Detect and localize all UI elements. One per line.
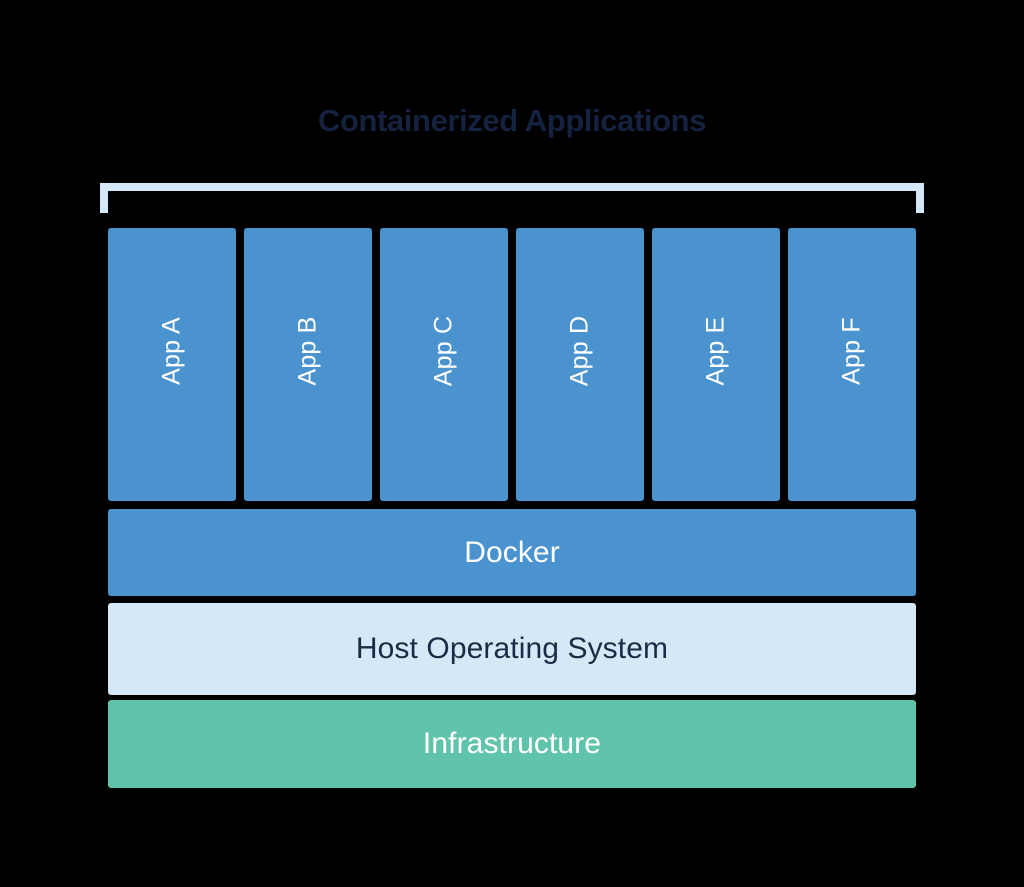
- app-container-label: App B: [293, 316, 322, 386]
- layer-host-operating-system[interactable]: Host Operating System: [108, 603, 916, 695]
- layer-infrastructure[interactable]: Infrastructure: [108, 700, 916, 788]
- app-container-f[interactable]: App F: [788, 228, 916, 501]
- layer-docker[interactable]: Docker: [108, 509, 916, 596]
- application-container-row: App A App B App C App D App E App F: [108, 228, 916, 501]
- app-container-e[interactable]: App E: [652, 228, 780, 501]
- page-title: Containerized Applications: [317, 103, 707, 138]
- app-container-d[interactable]: App D: [516, 228, 644, 501]
- app-container-a[interactable]: App A: [108, 228, 236, 501]
- app-container-label: App C: [429, 315, 458, 387]
- app-container-c[interactable]: App C: [380, 228, 508, 501]
- app-container-label: App A: [157, 316, 186, 385]
- containerized-applications-bracket: [100, 183, 924, 213]
- app-container-label: App F: [837, 316, 866, 385]
- app-container-label: App D: [565, 315, 594, 387]
- app-container-b[interactable]: App B: [244, 228, 372, 501]
- app-container-label: App E: [701, 316, 730, 386]
